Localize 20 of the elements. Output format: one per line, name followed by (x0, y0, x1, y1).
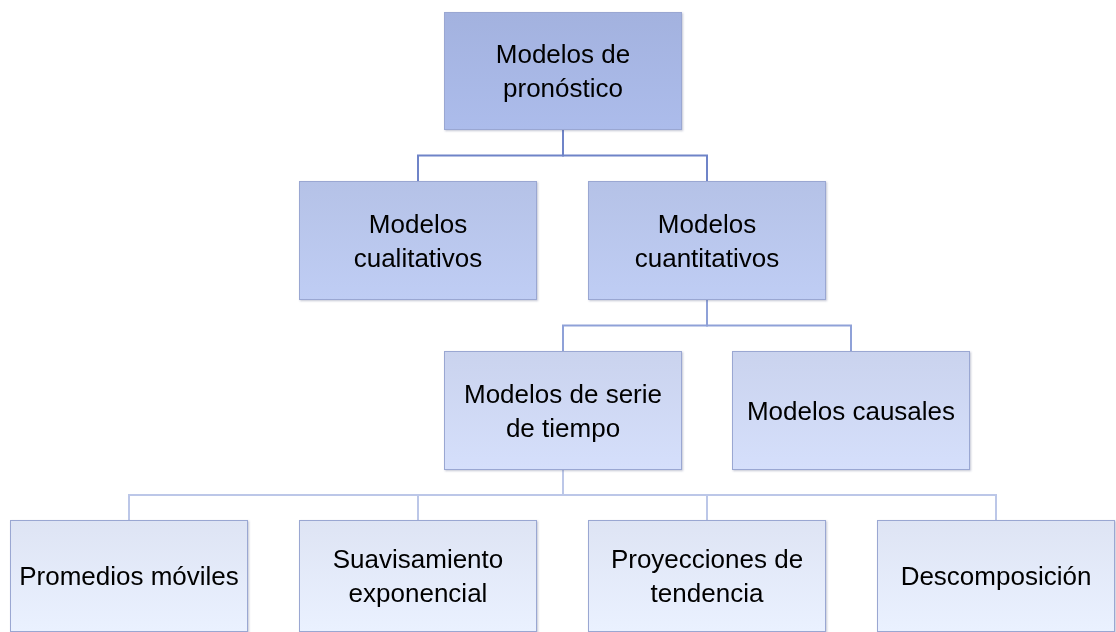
category-box (877, 520, 1115, 632)
box-label: Modelos cualitativos (352, 207, 484, 275)
category-box (10, 520, 248, 632)
box-label: Suavisamiento exponencial (331, 543, 505, 610)
box-label: Modelos cuantitativos (633, 207, 781, 275)
category-box (588, 181, 826, 300)
box-label: Descomposición (899, 560, 1093, 593)
box-label: Modelos de serie de tiempo (463, 377, 663, 445)
category-box (588, 520, 826, 632)
category-box (732, 351, 970, 470)
connector-line (562, 129, 708, 182)
box-label: Promedios móviles (18, 560, 240, 593)
box-label: Proyecciones de tendencia (609, 543, 805, 610)
category-box (299, 520, 537, 632)
category-box (299, 181, 537, 300)
connector-line (706, 299, 852, 352)
box-label: Modelos de pronóstico (494, 38, 632, 105)
box-label: Modelos causales (745, 394, 957, 428)
category-box (444, 12, 682, 130)
category-box (444, 351, 682, 470)
